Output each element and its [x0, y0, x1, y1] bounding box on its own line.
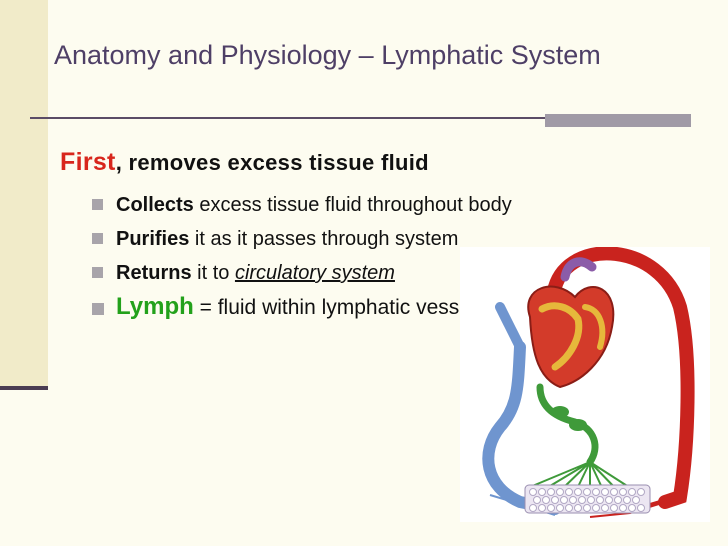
heading-rest: removes excess tissue fluid [122, 150, 429, 175]
title-divider-accent [545, 114, 691, 127]
bullet-text: excess tissue fluid throughout body [193, 194, 512, 216]
bullet-bold: Returns [116, 262, 192, 284]
bullet-lymph: Lymph = fluid within lymphatic vessels [92, 294, 506, 321]
bullet-bold: Purifies [116, 228, 190, 250]
main-heading: First, removes excess tissue fluid [60, 148, 429, 177]
bullet-returns: Returns it to circulatory system [92, 260, 592, 286]
title-divider [30, 117, 690, 119]
heading-lead: First [60, 148, 116, 176]
bullet-purifies: Purifies it as it passes through system [92, 226, 592, 252]
left-accent-divider [0, 386, 48, 390]
heading-comma: , [115, 150, 123, 175]
bullet-list: Collects excess tissue fluid throughout … [92, 192, 592, 329]
bullet-text: it to [191, 262, 235, 284]
lymph-term: Lymph [116, 293, 194, 320]
slide-title: Anatomy and Physiology – Lymphatic Syste… [54, 40, 601, 70]
left-accent-strip [0, 0, 48, 386]
heart-lymphatic-diagram-icon [460, 246, 710, 522]
bullet-text: = fluid within lymphatic vessels [193, 296, 487, 319]
circulatory-system-link: circulatory system [234, 262, 395, 284]
bullet-text: it as it passes through system [189, 228, 459, 250]
bullet-bold: Collects [116, 194, 194, 216]
bullet-collects: Collects excess tissue fluid throughout … [92, 192, 586, 218]
left-accent-bottom [0, 390, 48, 546]
